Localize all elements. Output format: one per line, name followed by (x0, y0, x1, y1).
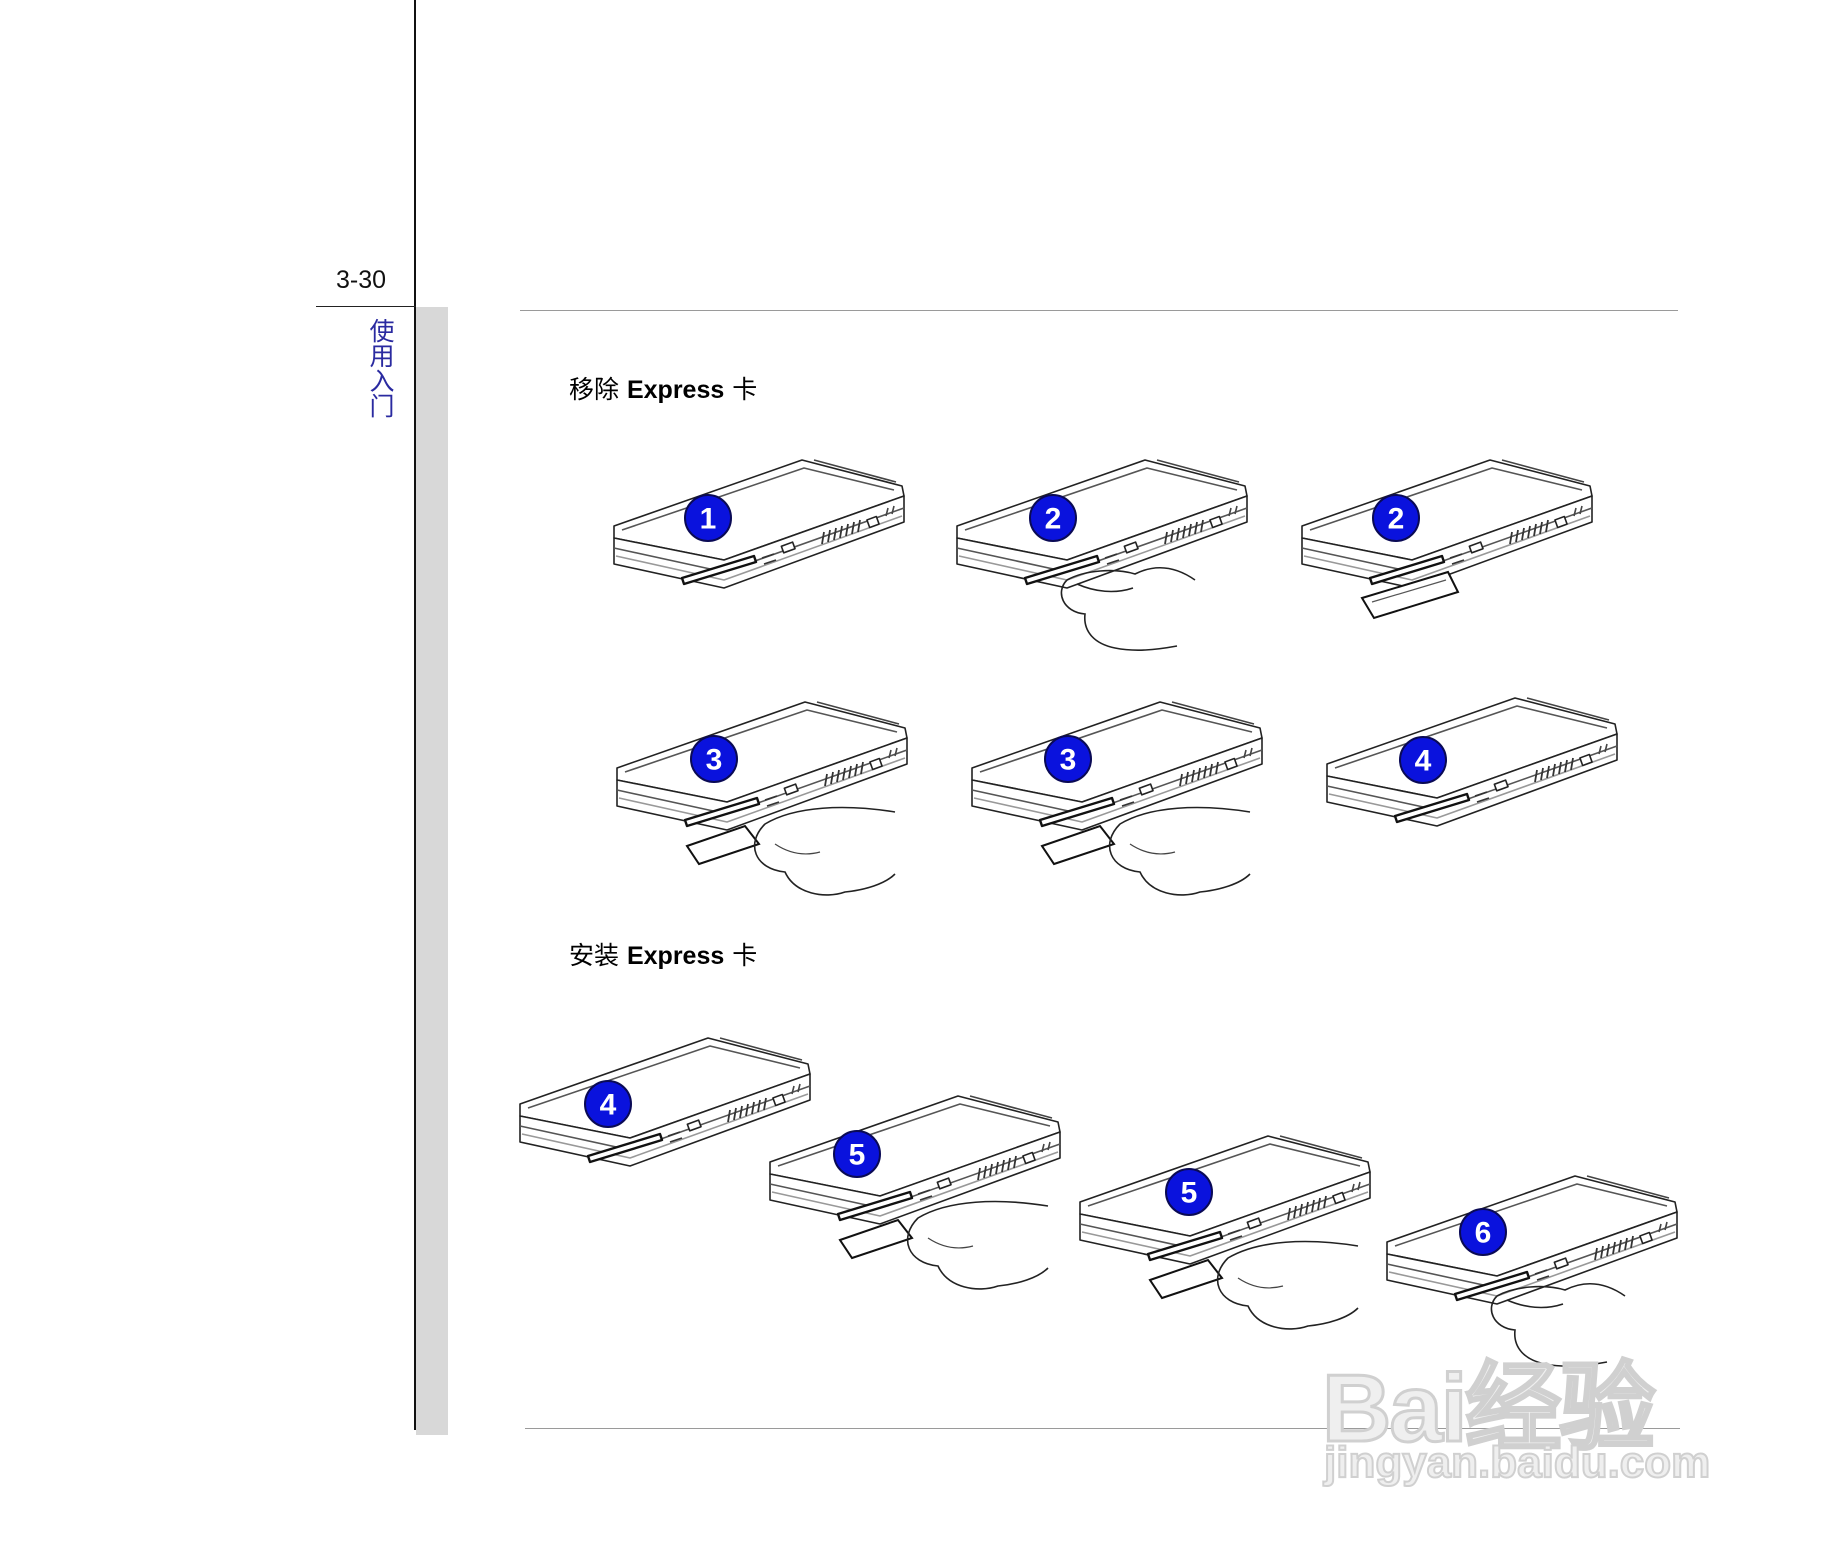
laptop-illustration: 4 (1325, 696, 1619, 828)
step-badge: 1 (684, 494, 732, 542)
step-badge: 6 (1459, 1208, 1507, 1256)
laptop-illustration: 6 (1385, 1174, 1679, 1367)
title-bold: Express (626, 942, 725, 970)
step-badge: 4 (584, 1080, 632, 1128)
illustration-remove-step: 2 (955, 452, 1270, 652)
laptop-illustration: 5 (1078, 1134, 1372, 1330)
step-badge: 3 (690, 735, 738, 783)
page-number: 3-30 (336, 266, 387, 294)
chapter-tab-label: 使用入门 (366, 318, 395, 418)
svg-text:5: 5 (849, 1139, 866, 1172)
svg-text:2: 2 (1045, 503, 1062, 536)
svg-text:4: 4 (1415, 745, 1432, 778)
laptop-illustration: 3 (615, 700, 909, 896)
section-title-remove-card: 移除 Express 卡 (569, 370, 757, 406)
illustration-remove-step: 3 (970, 694, 1285, 904)
illustration-install-step: 4 (518, 1030, 833, 1200)
step-badge: 2 (1372, 494, 1420, 542)
svg-text:3: 3 (706, 744, 723, 777)
baidu-jingyan-watermark: Bai经验 jingyan.baidu.com (1320, 1330, 1752, 1490)
section-title-install-card: 安装 Express 卡 (569, 936, 757, 972)
title-prefix: 移除 (569, 375, 620, 404)
svg-text:1: 1 (700, 503, 717, 536)
step-badge: 2 (1029, 494, 1077, 542)
laptop-illustration: 5 (768, 1094, 1062, 1290)
margin-vertical-rule (414, 0, 416, 1430)
title-suffix: 卡 (732, 941, 758, 970)
laptop-illustration: 3 (970, 700, 1264, 896)
svg-text:2: 2 (1388, 503, 1405, 536)
title-prefix: 安装 (569, 941, 620, 970)
step-badge: 3 (1044, 735, 1092, 783)
step-badge: 5 (1165, 1168, 1213, 1216)
illustration-install-step: 6 (1385, 1168, 1700, 1368)
page-number-rule (316, 306, 416, 307)
laptop-illustration: 2 (1300, 458, 1594, 619)
top-horizontal-rule (520, 310, 1678, 311)
margin-gray-strip (416, 307, 448, 1435)
watermark-brand: Bai经验 (1320, 1354, 1656, 1464)
bottom-horizontal-rule (525, 1428, 1680, 1429)
illustration-remove-step: 2 (1300, 452, 1615, 622)
illustration-remove-step: 1 (612, 452, 927, 622)
illustration-remove-step: 3 (615, 694, 930, 904)
svg-text:3: 3 (1060, 744, 1077, 777)
illustration-install-step: 5 (768, 1088, 1083, 1298)
title-suffix: 卡 (732, 375, 758, 404)
illustration-remove-step: 4 (1325, 690, 1640, 860)
step-badge: 5 (833, 1130, 881, 1178)
svg-text:5: 5 (1181, 1177, 1198, 1210)
svg-text:4: 4 (600, 1089, 617, 1122)
step-badge: 4 (1399, 736, 1447, 784)
watermark-url: jingyan.baidu.com (1323, 1437, 1711, 1488)
laptop-illustration: 2 (955, 458, 1249, 651)
svg-text:6: 6 (1475, 1217, 1492, 1250)
illustration-install-step: 5 (1078, 1128, 1393, 1338)
laptop-illustration: 4 (518, 1036, 812, 1168)
laptop-illustration: 1 (612, 458, 906, 590)
title-bold: Express (626, 376, 725, 404)
